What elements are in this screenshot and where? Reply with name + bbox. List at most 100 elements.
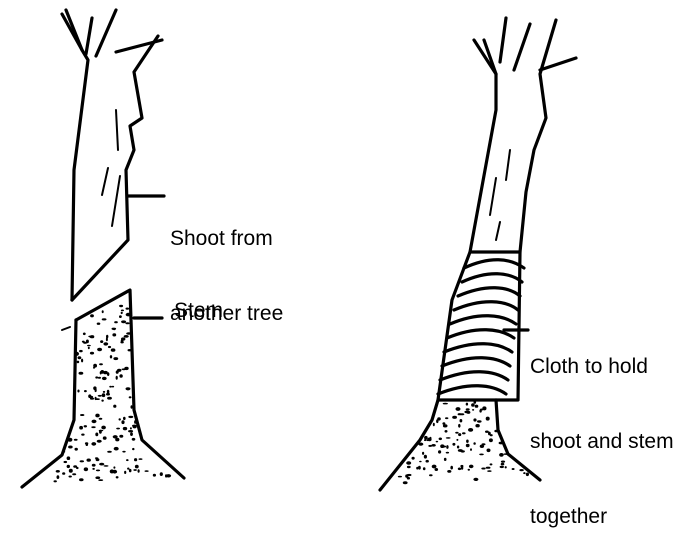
speckle bbox=[418, 466, 421, 470]
speckle bbox=[153, 474, 156, 477]
speckle bbox=[67, 456, 71, 460]
speckle bbox=[92, 420, 97, 424]
speckle bbox=[480, 445, 484, 448]
speckle bbox=[96, 470, 100, 472]
speckle bbox=[84, 425, 87, 427]
speckle bbox=[127, 468, 129, 470]
speckle bbox=[97, 348, 102, 351]
speckle bbox=[440, 444, 444, 448]
speckle bbox=[519, 469, 523, 471]
speckle bbox=[74, 352, 79, 356]
cloth-label-line-2: shoot and stem bbox=[530, 429, 674, 454]
left-shoot bbox=[62, 10, 162, 300]
speckle bbox=[95, 376, 98, 378]
speckle bbox=[138, 469, 140, 473]
speckle bbox=[110, 469, 114, 473]
speckle bbox=[126, 459, 129, 461]
speckle bbox=[102, 393, 106, 397]
cloth-wrap bbox=[438, 252, 524, 400]
speckle bbox=[429, 474, 433, 476]
speckle bbox=[115, 438, 119, 442]
speckle bbox=[124, 471, 126, 474]
speckle bbox=[69, 476, 72, 478]
speckle bbox=[120, 341, 123, 343]
speckle bbox=[452, 443, 455, 446]
speckle bbox=[433, 423, 435, 426]
speckle bbox=[499, 453, 504, 457]
speckle bbox=[129, 396, 132, 398]
speckle bbox=[443, 424, 448, 427]
speckle bbox=[452, 416, 457, 419]
speckle bbox=[103, 391, 105, 393]
speckle bbox=[95, 414, 99, 418]
speckle bbox=[160, 472, 163, 476]
speckle bbox=[132, 448, 134, 450]
speckle bbox=[113, 466, 115, 468]
speckle bbox=[99, 463, 104, 466]
speckle bbox=[128, 349, 133, 351]
speckle bbox=[126, 308, 130, 310]
speckle bbox=[75, 448, 78, 451]
speckle bbox=[88, 394, 91, 398]
speckle bbox=[126, 332, 131, 334]
speckle bbox=[436, 441, 438, 443]
speckle bbox=[104, 465, 109, 467]
speckle bbox=[439, 438, 442, 441]
cloth-label: Cloth to hold shoot and stem together bbox=[530, 304, 674, 554]
speckle bbox=[79, 372, 84, 375]
speckle bbox=[97, 323, 101, 325]
speckle bbox=[129, 469, 132, 472]
speckle bbox=[109, 386, 112, 388]
speckle bbox=[121, 310, 124, 312]
speckle bbox=[121, 420, 124, 424]
speckle bbox=[438, 450, 441, 453]
speckle bbox=[499, 442, 504, 445]
speckle bbox=[145, 470, 149, 472]
speckle bbox=[93, 386, 96, 390]
speckle bbox=[504, 453, 509, 455]
speckle bbox=[475, 405, 479, 408]
speckle bbox=[473, 442, 475, 445]
speckle bbox=[121, 312, 123, 314]
speckle bbox=[83, 342, 87, 344]
speckle bbox=[112, 333, 116, 336]
speckle bbox=[418, 443, 423, 446]
speckle bbox=[87, 459, 91, 462]
shoot-label: Shoot from another tree bbox=[170, 176, 283, 351]
speckle bbox=[57, 475, 60, 479]
speckle bbox=[446, 445, 448, 449]
speckle bbox=[456, 407, 461, 411]
speckle bbox=[83, 333, 86, 336]
speckle bbox=[111, 348, 116, 351]
speckle bbox=[79, 426, 83, 430]
speckle bbox=[76, 467, 79, 469]
cloth-label-line-3: together bbox=[530, 504, 674, 529]
speckle bbox=[114, 447, 119, 451]
speckle bbox=[113, 328, 115, 330]
speckle bbox=[460, 419, 463, 422]
speckle bbox=[110, 355, 112, 358]
speckle bbox=[505, 466, 507, 468]
speckle bbox=[466, 403, 468, 406]
speckle bbox=[97, 440, 102, 443]
speckle bbox=[88, 347, 90, 350]
speckle bbox=[80, 414, 84, 416]
speckle bbox=[466, 408, 470, 410]
speckle bbox=[446, 437, 451, 439]
speckle bbox=[103, 436, 107, 439]
speckle bbox=[403, 481, 408, 484]
speckle bbox=[398, 476, 402, 478]
speckle bbox=[445, 430, 448, 433]
speckle bbox=[67, 465, 70, 468]
shoot-label-line-1: Shoot from bbox=[170, 226, 283, 251]
speckle bbox=[81, 434, 84, 436]
speckle bbox=[133, 469, 137, 471]
speckle bbox=[113, 405, 116, 408]
speckle bbox=[63, 451, 66, 453]
speckle bbox=[135, 465, 139, 469]
speckle bbox=[486, 467, 491, 469]
speckle bbox=[131, 405, 133, 408]
speckle bbox=[90, 314, 94, 317]
speckle bbox=[468, 469, 470, 471]
speckle bbox=[166, 474, 171, 477]
